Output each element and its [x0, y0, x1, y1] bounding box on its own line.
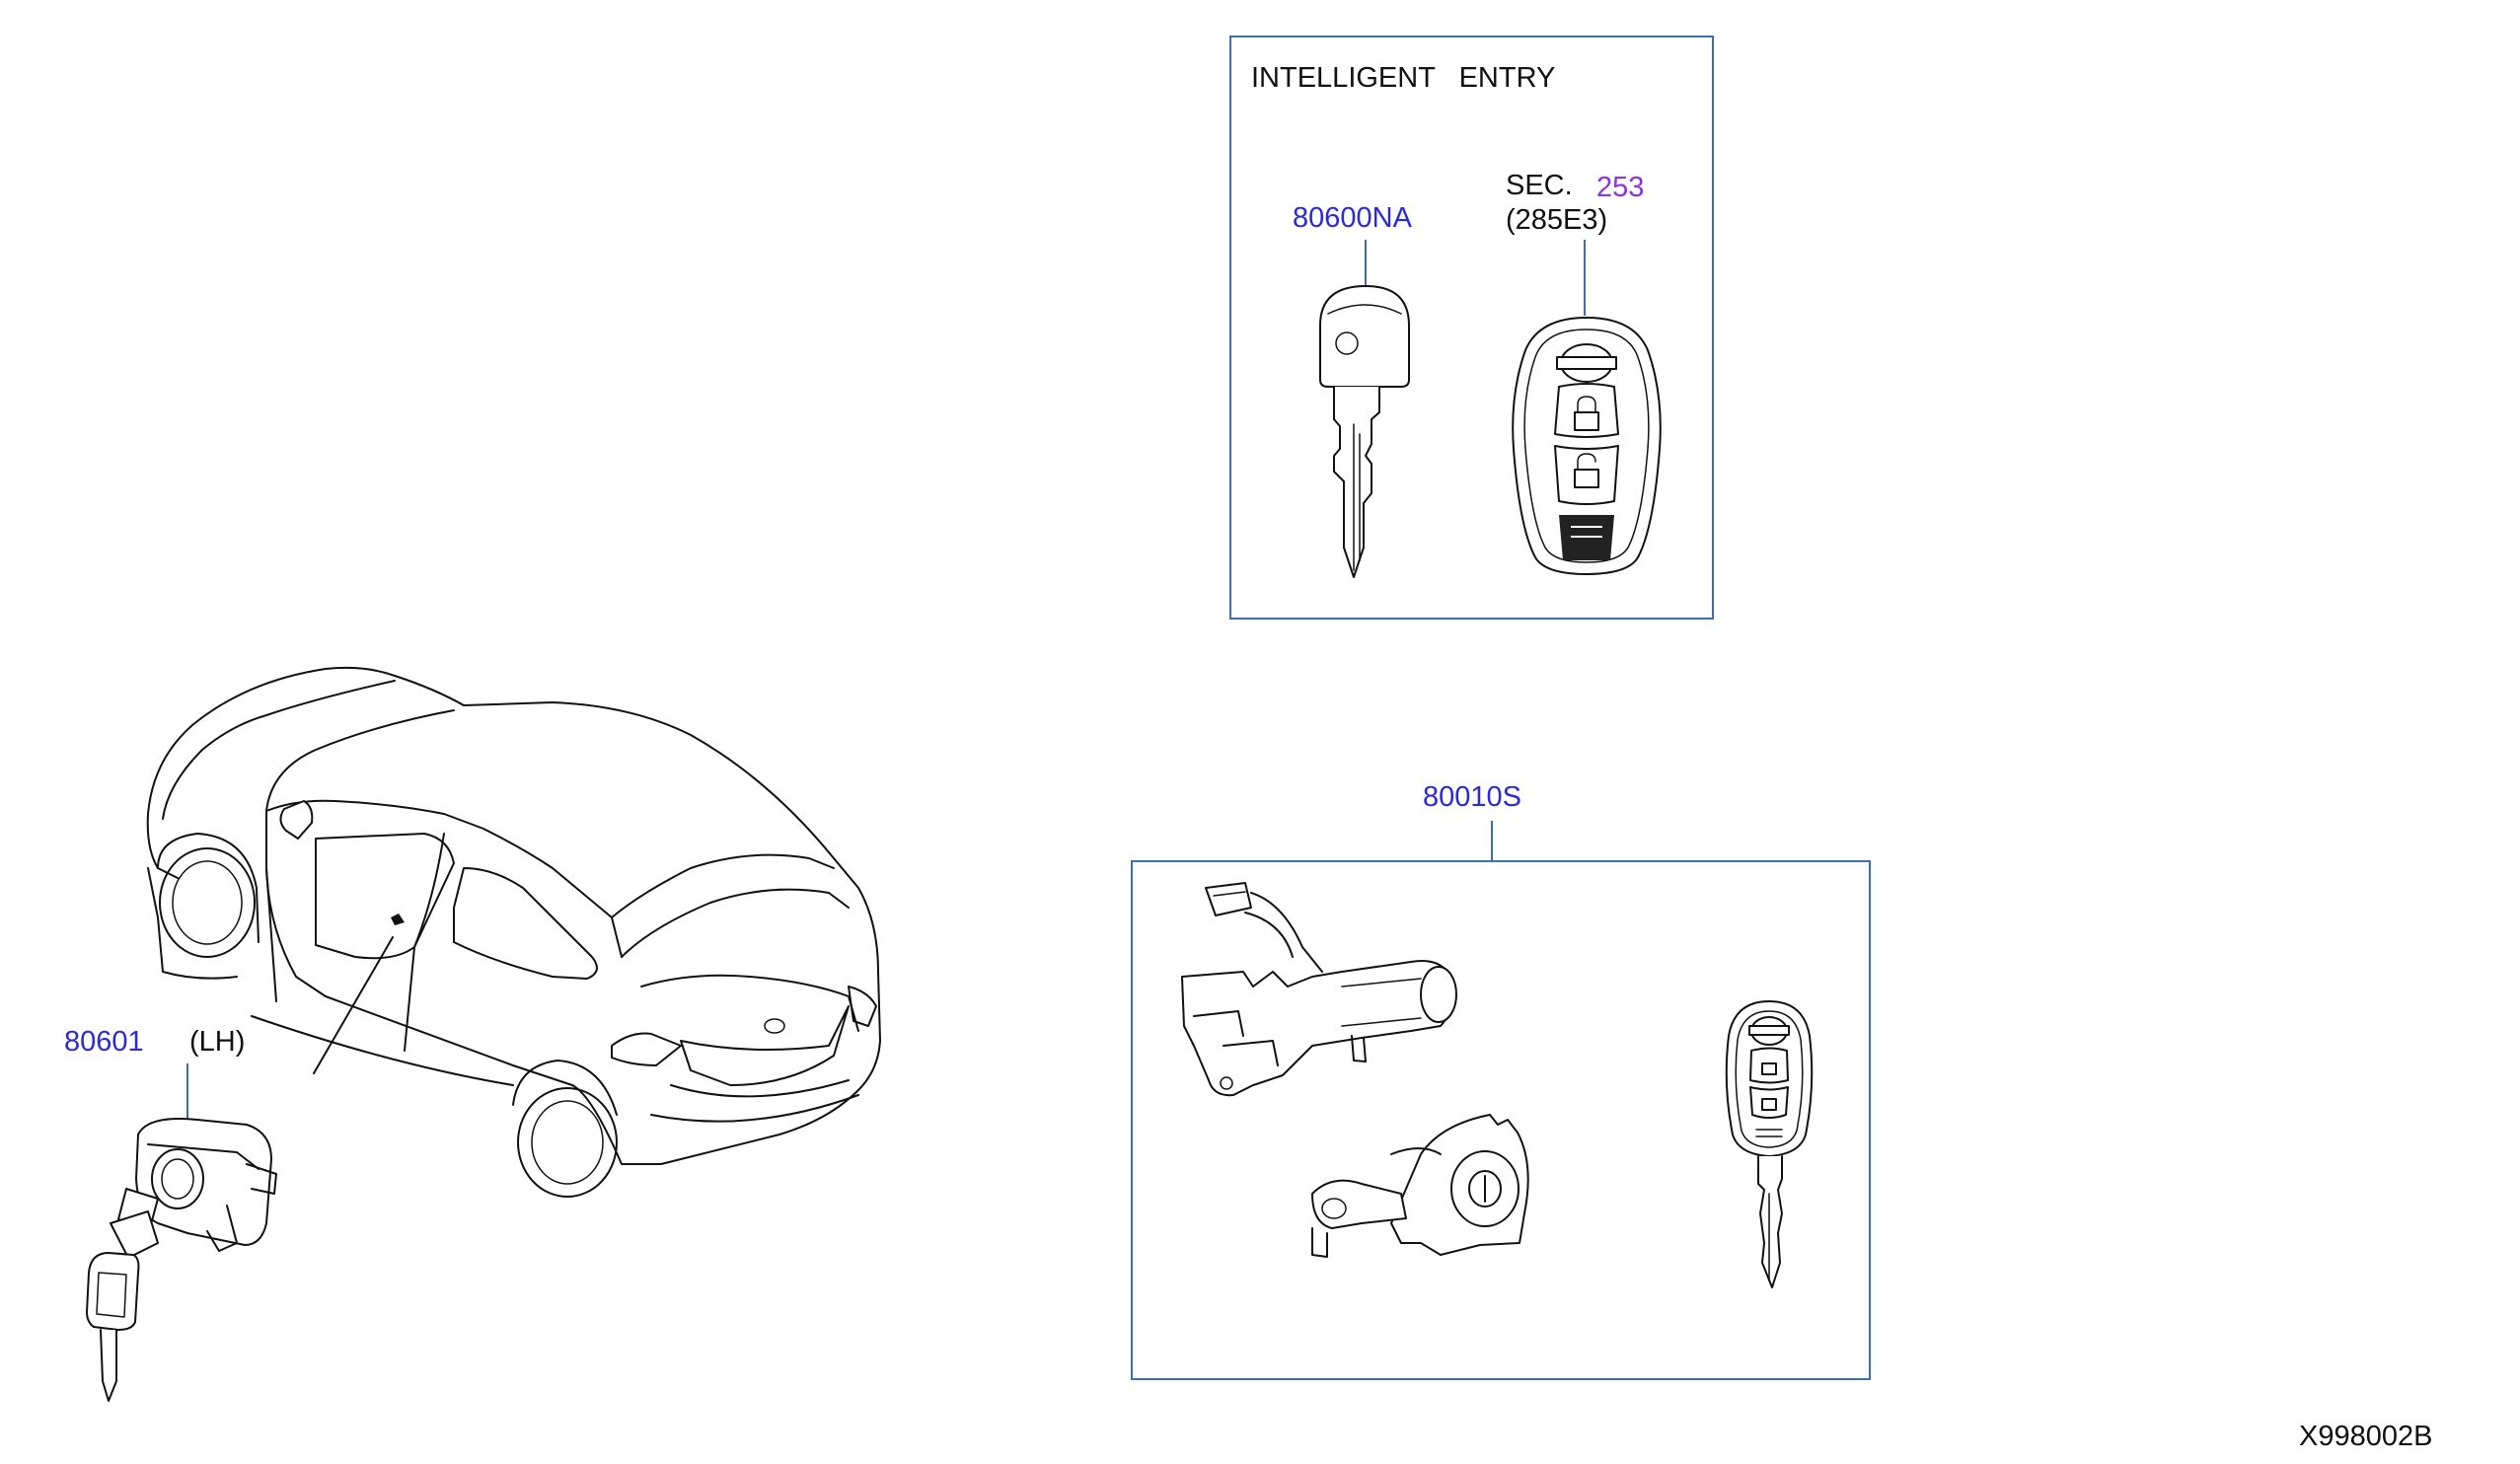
ignition-set-frame [1131, 860, 1871, 1380]
vehicle-illustration [146, 666, 881, 1198]
smart-key-fob-icon [1512, 317, 1662, 575]
intelligent-entry-frame [1229, 36, 1714, 620]
ignition-set-part-number[interactable]: 80010S [1423, 781, 1521, 813]
ignition-switch-icon [1181, 882, 1457, 1097]
door-lock-group: 80601 (LH) [64, 1026, 277, 1402]
intelligent-entry-title: INTELLIGENT ENTRY [1251, 62, 1555, 94]
ignition-set-panel: 80010S [1131, 781, 1871, 1380]
key-part-number[interactable]: 80600NA [1293, 202, 1413, 234]
intelligent-entry-panel: INTELLIGENT ENTRY 80600NA SEC. 253 (285E… [1229, 36, 1714, 620]
remote-key-icon [1725, 1000, 1814, 1288]
door-lock-part-number[interactable]: 80601 [64, 1026, 144, 1058]
door-lock-pointer [313, 936, 394, 1074]
door-lock-cylinder-icon [86, 1118, 277, 1402]
sec-number[interactable]: 253 [1596, 172, 1644, 203]
sec-label: SEC. [1506, 170, 1573, 201]
diagram-id: X998002B [2299, 1421, 2432, 1452]
steering-lock-icon [1311, 1114, 1529, 1258]
sec-code: (285E3) [1506, 204, 1607, 236]
key-blade-icon [1319, 285, 1410, 578]
door-lock-side: (LH) [189, 1026, 245, 1058]
